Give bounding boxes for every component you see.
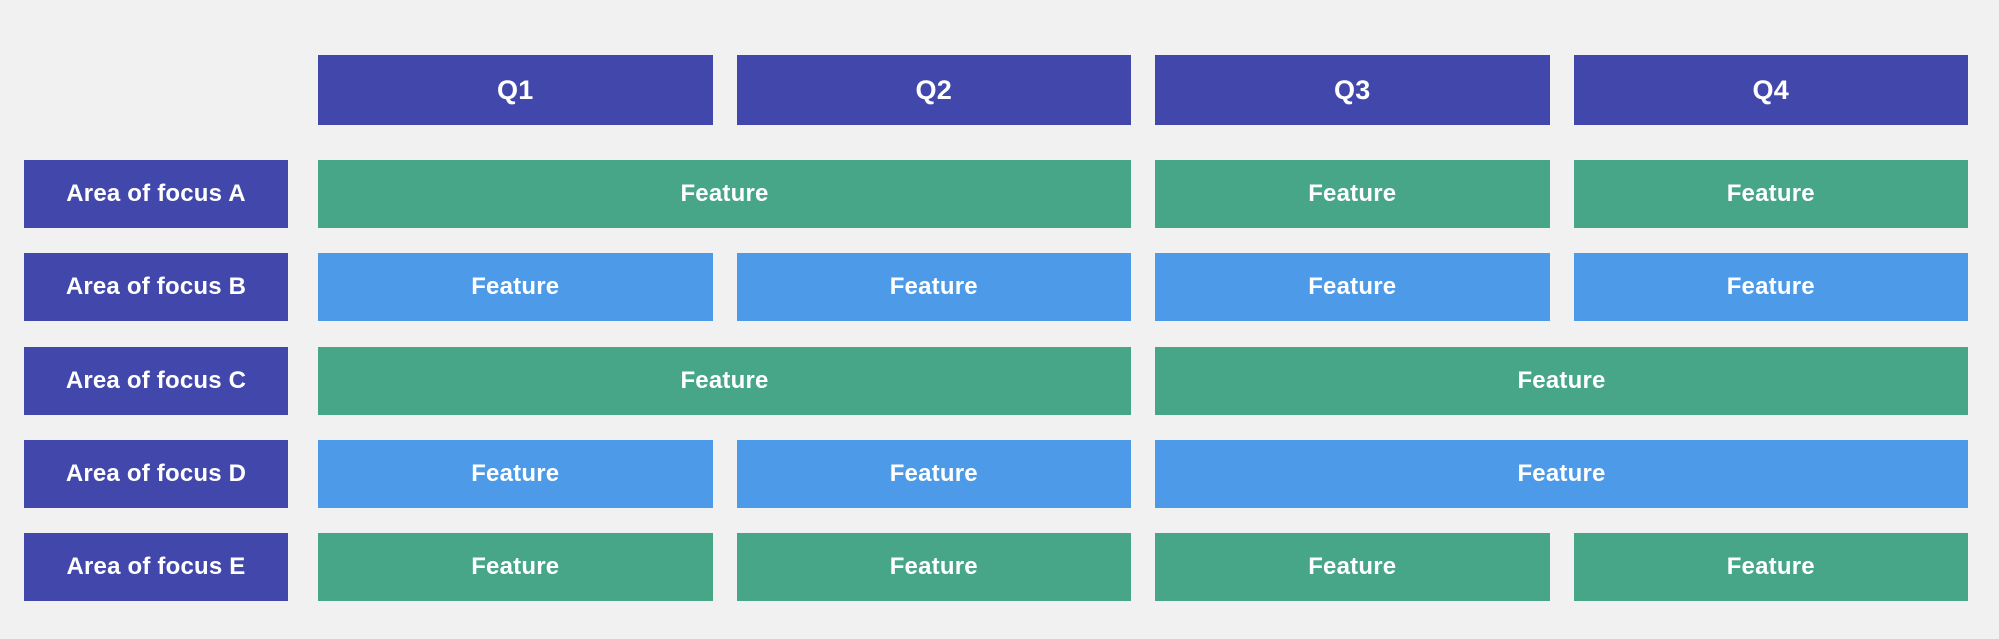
row-label-d[interactable]: Area of focus D	[24, 440, 288, 508]
row-label-d-text: Area of focus D	[65, 460, 247, 487]
quarter-header-row: Q1 Q2 Q3 Q4	[318, 55, 1968, 125]
row-track-d: Feature Feature Feature	[318, 440, 1968, 508]
feature-bar-label: Feature	[680, 180, 769, 207]
row-label-a-text: Area of focus A	[66, 180, 246, 207]
row-track-e: Feature Feature Feature Feature	[318, 533, 1968, 601]
feature-bar-label: Feature	[471, 460, 560, 487]
row-label-e-text: Area of focus E	[66, 553, 246, 580]
feature-bar-label: Feature	[889, 460, 978, 487]
row-track-c: Feature Feature	[318, 347, 1968, 415]
feature-bar-label: Feature	[1726, 273, 1815, 300]
feature-bar-label: Feature	[1517, 460, 1606, 487]
feature-bar[interactable]: Feature	[736, 253, 1131, 321]
feature-bar[interactable]: Feature	[1155, 253, 1550, 321]
feature-bar-label: Feature	[889, 553, 978, 580]
feature-bar-label: Feature	[1308, 273, 1397, 300]
feature-bar[interactable]: Feature	[1573, 160, 1968, 228]
quarter-header-q4[interactable]: Q4	[1573, 55, 1968, 125]
row-track-a: Feature Feature Feature	[318, 160, 1968, 228]
feature-bar[interactable]: Feature	[318, 440, 713, 508]
quarter-header-q4-label: Q4	[1752, 74, 1790, 105]
feature-bar[interactable]: Feature	[736, 440, 1131, 508]
feature-bar-label: Feature	[1517, 367, 1606, 394]
feature-bar-label: Feature	[680, 367, 769, 394]
feature-bar-label: Feature	[889, 273, 978, 300]
feature-bar[interactable]: Feature	[1155, 160, 1550, 228]
feature-bar[interactable]: Feature	[1155, 533, 1550, 601]
feature-bar[interactable]: Feature	[318, 253, 713, 321]
quarter-header-q2[interactable]: Q2	[736, 55, 1131, 125]
row-label-b[interactable]: Area of focus B	[24, 253, 288, 321]
feature-bar[interactable]: Feature	[318, 160, 1131, 228]
quarter-header-q3[interactable]: Q3	[1155, 55, 1550, 125]
row-label-c[interactable]: Area of focus C	[24, 347, 288, 415]
quarter-header-q1[interactable]: Q1	[318, 55, 713, 125]
feature-bar-label: Feature	[471, 273, 560, 300]
quarter-header-q2-label: Q2	[915, 74, 953, 105]
row-label-a[interactable]: Area of focus A	[24, 160, 288, 228]
feature-bar-label: Feature	[1308, 180, 1397, 207]
feature-bar[interactable]: Feature	[1155, 347, 1968, 415]
feature-bar-label: Feature	[1726, 553, 1815, 580]
feature-bar-label: Feature	[1308, 553, 1397, 580]
roadmap-row-a: Area of focus A Feature Feature Feature	[0, 160, 1999, 228]
row-label-b-text: Area of focus B	[65, 273, 247, 300]
feature-bar[interactable]: Feature	[318, 533, 713, 601]
row-track-b: Feature Feature Feature Feature	[318, 253, 1968, 321]
row-label-e[interactable]: Area of focus E	[24, 533, 288, 601]
feature-bar-label: Feature	[471, 553, 560, 580]
roadmap-row-c: Area of focus C Feature Feature	[0, 347, 1999, 415]
feature-bar[interactable]: Feature	[736, 533, 1131, 601]
quarter-header-q3-label: Q3	[1333, 74, 1371, 105]
feature-bar[interactable]: Feature	[318, 347, 1131, 415]
feature-bar-label: Feature	[1726, 180, 1815, 207]
quarter-header-q1-label: Q1	[496, 74, 534, 105]
feature-bar[interactable]: Feature	[1155, 440, 1968, 508]
feature-bar[interactable]: Feature	[1573, 253, 1968, 321]
roadmap-row-d: Area of focus D Feature Feature Feature	[0, 440, 1999, 508]
feature-bar[interactable]: Feature	[1573, 533, 1968, 601]
row-label-c-text: Area of focus C	[65, 367, 247, 394]
